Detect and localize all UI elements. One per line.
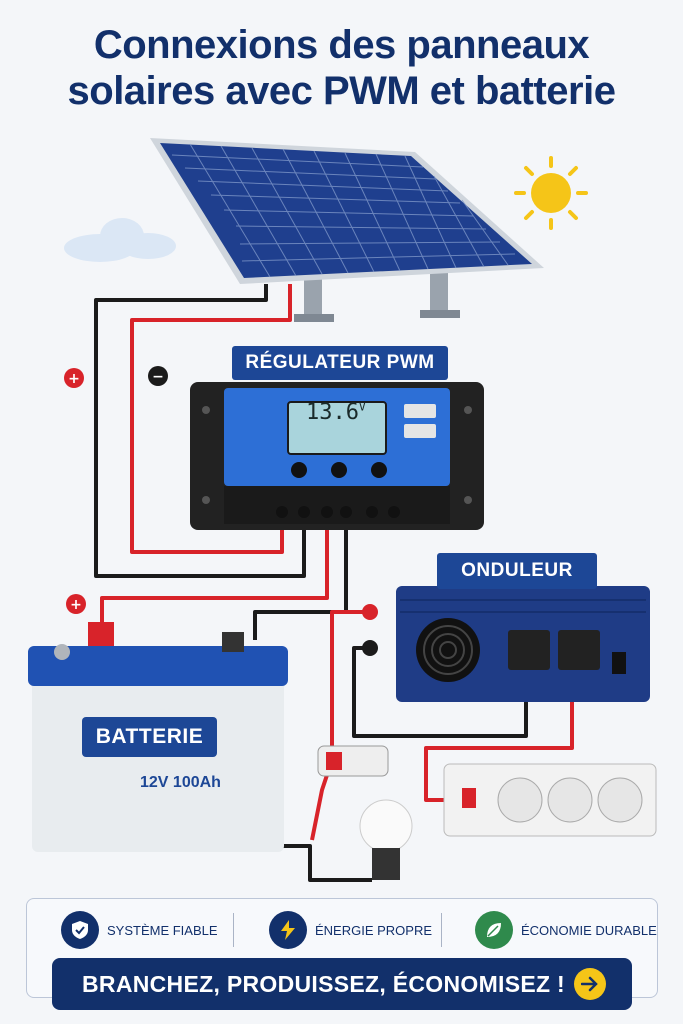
panel-positive-wire xyxy=(130,284,292,554)
cta-button[interactable]: BRANCHEZ, PRODUISSEZ, ÉCONOMISEZ ! xyxy=(52,958,632,1010)
battery-positive-wire xyxy=(100,526,329,624)
cloud-icon xyxy=(64,218,176,262)
page-title: Connexions des panneaux solaires avec PW… xyxy=(0,22,683,114)
lightning-icon xyxy=(269,911,307,949)
badge-sustainable: ÉCONOMIE DURABLE xyxy=(475,911,657,949)
battery-spec: 12V 100Ah xyxy=(140,774,221,791)
shield-check-icon xyxy=(61,911,99,949)
usb-port-icon xyxy=(404,404,436,438)
cta-label: BRANCHEZ, PRODUISSEZ, ÉCONOMISEZ ! xyxy=(82,971,566,997)
solar-panel xyxy=(150,138,544,322)
svg-text:−: − xyxy=(152,369,164,385)
strip-positive-wire xyxy=(424,688,574,802)
plus-marker-left: + xyxy=(64,368,84,388)
sun-icon xyxy=(514,156,588,230)
lcd-voltage: 13.6 xyxy=(306,400,359,425)
inverter-label: ONDULEUR xyxy=(437,553,597,589)
arrow-right-icon xyxy=(574,968,606,1000)
plus-marker-battery: + xyxy=(66,594,86,614)
battery-label: BATTERIE xyxy=(82,717,217,757)
fuse-icon xyxy=(317,745,389,777)
badge-reliable-label: SYSTÈME FIABLE xyxy=(107,922,218,938)
svg-text:+: + xyxy=(68,371,80,387)
svg-text:+: + xyxy=(70,597,82,613)
socket-strip xyxy=(443,763,657,837)
badge-reliable: SYSTÈME FIABLE xyxy=(61,911,218,949)
inverter-negative-wire xyxy=(352,646,528,738)
inverter xyxy=(362,586,650,702)
lcd-unit: V xyxy=(358,400,366,414)
title-line-1: Connexions des panneaux xyxy=(93,23,590,67)
badge-clean-energy-label: ÉNERGIE PROPRE xyxy=(315,922,433,938)
panel-negative-wire xyxy=(94,284,306,578)
battery-negative-wire xyxy=(253,526,348,640)
divider xyxy=(233,913,234,947)
bulb-negative-wire xyxy=(270,844,372,882)
minus-marker: − xyxy=(148,366,168,386)
leaf-icon xyxy=(475,911,513,949)
pwm-regulator xyxy=(190,382,484,530)
badge-clean-energy: ÉNERGIE PROPRE xyxy=(269,911,432,949)
badge-sustainable-label: ÉCONOMIE DURABLE xyxy=(521,922,657,938)
title-line-2: solaires avec PWM et batterie xyxy=(67,69,616,113)
regulator-label: RÉGULATEUR PWM xyxy=(232,346,448,380)
divider xyxy=(441,913,442,947)
lcd-readout: 13.6V xyxy=(306,400,366,425)
light-bulb-icon xyxy=(359,799,413,880)
